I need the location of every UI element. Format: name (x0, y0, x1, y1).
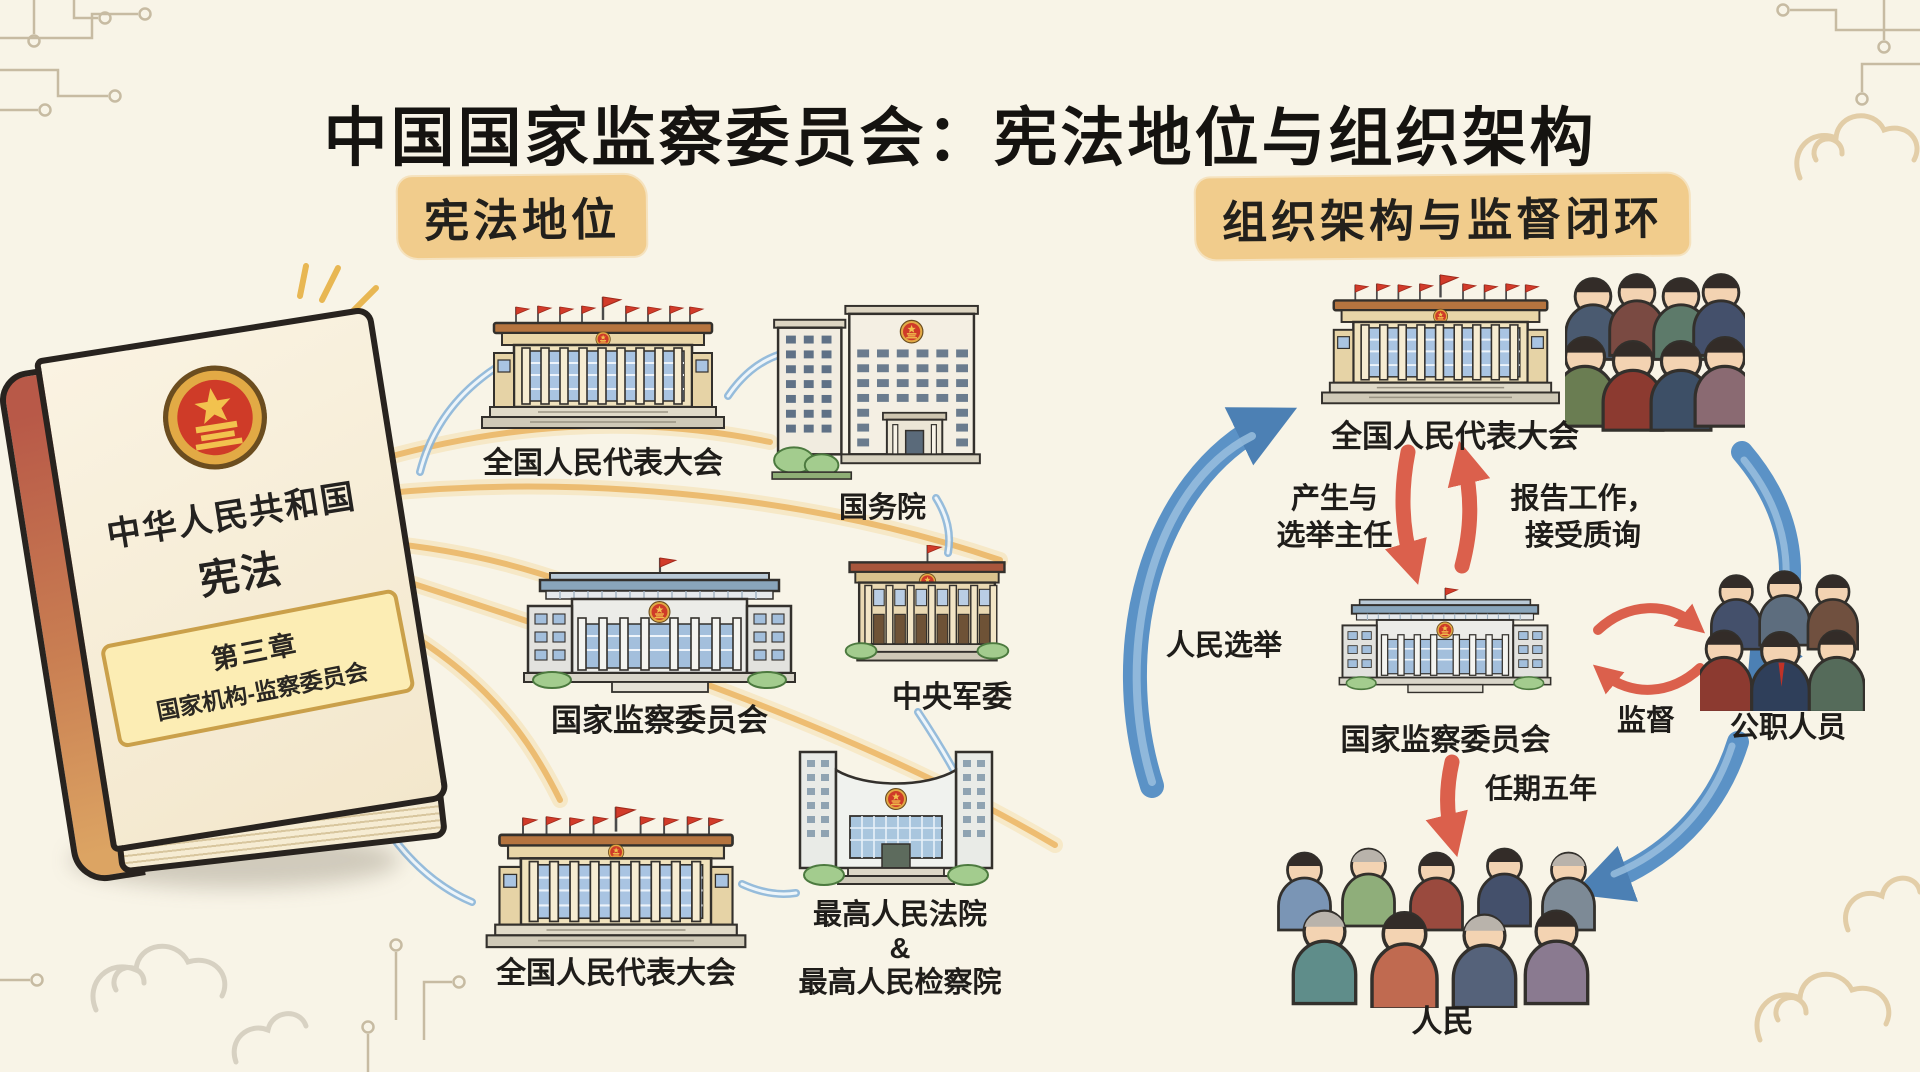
officials-to-people-arrow (1572, 731, 1749, 902)
npc-right-building (1318, 274, 1563, 416)
public-officials-crowd (1700, 570, 1865, 711)
npc-right-label: 全国人民代表大会 (1331, 419, 1579, 454)
supervise-label: 监督 (1616, 705, 1675, 737)
term-label: 任期五年 (1484, 773, 1597, 804)
npc-bottom-building (482, 806, 750, 961)
appoint-label-line1: 产生与 (1290, 483, 1378, 515)
supervisory-commission-building-right (1330, 585, 1560, 697)
constitution-book: 中华人民共和国 宪法 第三章 国家机构-监察委员会 (0, 305, 459, 899)
supervise-arrow-left (1592, 663, 1705, 695)
report-arrow-label: 报告工作， 接受质询 (1498, 481, 1668, 554)
people-elect-label: 人民选举 (1165, 630, 1282, 662)
state-council-building (770, 300, 983, 483)
npc-top-building (478, 296, 728, 441)
supreme-court-line: 最高人民法院 (812, 899, 987, 931)
supervisory-commission-label-left: 国家监察委员会 (551, 703, 768, 738)
npc-bottom-label: 全国人民代表大会 (496, 957, 736, 990)
npc-top-label: 全国人民代表大会 (483, 447, 723, 480)
right-section-header: 组织架构与监督闭环 (1195, 173, 1690, 260)
left-section-header: 宪法地位 (397, 174, 647, 259)
ampersand: & (889, 933, 911, 966)
supreme-procuratorate-line: 最高人民检察院 (798, 967, 1002, 1000)
report-arrow (1447, 440, 1491, 574)
supreme-courts-label: 最高人民法院 & 最高人民检察院 (768, 898, 1032, 1001)
state-council-label: 国务院 (838, 492, 926, 524)
citizens-label: 人民 (1411, 1004, 1474, 1039)
term-arrow (1425, 754, 1468, 858)
public-officials-label: 公职人员 (1729, 712, 1846, 744)
npc-delegates-crowd (1565, 273, 1745, 432)
report-label-line2: 接受质询 (1524, 519, 1641, 552)
appoint-label-line2: 选举主任 (1276, 519, 1393, 552)
military-commission-label: 中央军委 (892, 681, 1012, 714)
citizens-crowd (1277, 847, 1596, 1008)
page-title: 中国国家监察委员会：宪法地位与组织架构 (323, 101, 1597, 174)
supreme-court-building (790, 736, 1002, 886)
report-label-line1: 报告工作， (1510, 483, 1656, 515)
people-elect-arrow (1122, 407, 1298, 798)
supervise-arrow-right (1593, 603, 1706, 635)
supervisory-commission-label-right: 国家监察委员会 (1340, 724, 1551, 757)
supervisory-commission-building-left (512, 556, 807, 696)
appoint-arrow-label: 产生与 选举主任 (1262, 481, 1407, 554)
national-emblem-icon (156, 358, 275, 477)
military-commission-building (838, 545, 1016, 675)
